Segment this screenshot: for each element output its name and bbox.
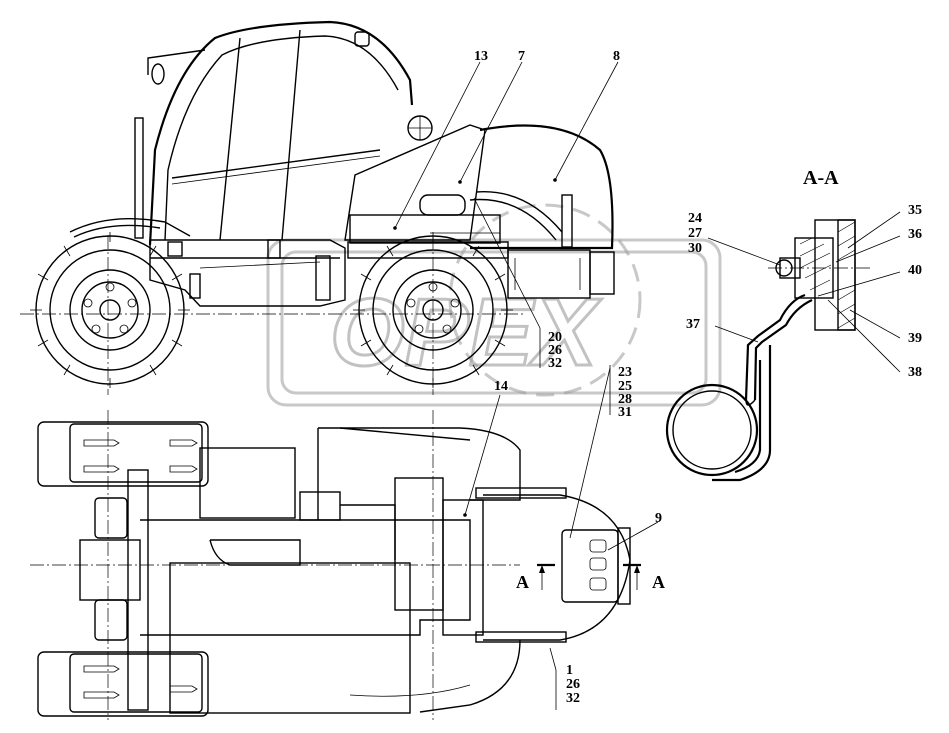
callout-7: 7: [518, 49, 525, 64]
callout-37: 37: [686, 317, 700, 332]
callout-stack-1-26-32: 1 26 32: [566, 663, 584, 706]
callout-14: 14: [494, 379, 508, 394]
callout-stack-20-26-32: 20 26 32: [548, 330, 566, 371]
watermark-logo: OPEX: [266, 203, 722, 407]
rear-wheel: [353, 232, 513, 388]
callout-39: 39: [908, 331, 922, 346]
top-view: [30, 394, 659, 720]
labels: A-A 13 7 8 14 9 35 36 40 39 38 37 24 27 …: [474, 49, 922, 706]
section-title: A-A: [803, 167, 839, 189]
section-aa-detail: [665, 211, 901, 482]
callout-8: 8: [613, 49, 620, 64]
section-mark-left: A: [516, 572, 529, 592]
callout-13: 13: [474, 49, 488, 64]
callout-9: 9: [655, 511, 662, 526]
callout-stack-23-25-28-31: 23 25 28 31: [618, 365, 636, 420]
side-view: [20, 20, 781, 539]
section-mark-right: A: [652, 572, 665, 592]
side-view-leaders: [394, 61, 781, 539]
callout-35: 35: [908, 203, 922, 218]
callout-38: 38: [908, 365, 922, 380]
callout-40: 40: [908, 263, 922, 278]
cab: [134, 20, 433, 259]
boom-engine-cover: [344, 124, 615, 299]
callout-stack-24-27-30: 24 27 30: [688, 211, 706, 256]
front-wheel: [30, 232, 190, 388]
callout-36: 36: [908, 227, 922, 242]
